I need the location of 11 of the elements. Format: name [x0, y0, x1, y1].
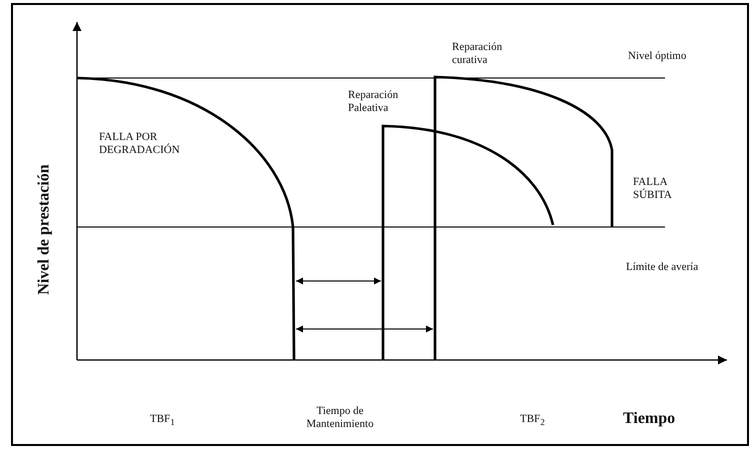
level-label: Límite de avería — [626, 261, 700, 274]
axis-title: Tiempo — [623, 409, 676, 428]
interval-label: Tiempo de Mantenimiento — [305, 405, 375, 431]
interval-label: TBF$_{1}$ — [150, 413, 176, 430]
interval-label: TBF$_{2}$ — [520, 413, 546, 430]
annotation-label: FALLA SÚBITA — [633, 176, 673, 202]
annotation-label: Reparación Paleativa — [348, 89, 400, 115]
level-label: Nivel óptimo — [628, 50, 688, 63]
annotation-label: FALLA POR DEGRADACIÓN — [99, 131, 181, 157]
annotation-label: Reparación curativa — [452, 41, 504, 67]
axis-title: Nivel de prestación — [34, 163, 54, 297]
